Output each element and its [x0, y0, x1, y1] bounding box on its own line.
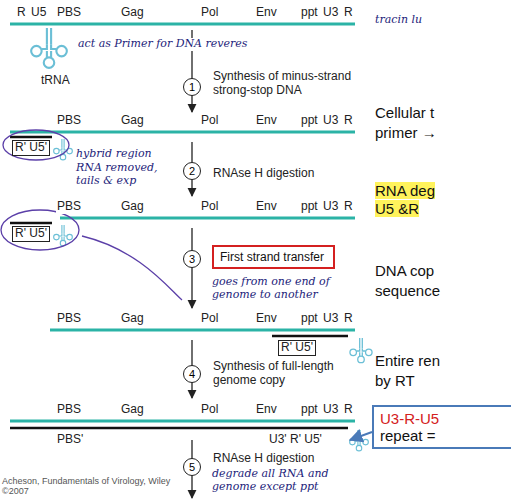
diagram-label: Pol	[200, 6, 219, 20]
diagram-label: U3	[322, 200, 339, 214]
step-number: 3	[183, 250, 201, 268]
step-number: 4	[183, 365, 201, 383]
diagram-label: RNAse H digestion	[212, 167, 315, 181]
diagram-label: PBS	[56, 312, 82, 326]
node-text: 2	[184, 163, 200, 179]
diagram-label: Env	[255, 114, 278, 128]
diagram-label: primer →	[375, 124, 437, 141]
diagram-label: R	[16, 6, 27, 20]
diagram-label: Env	[255, 312, 278, 326]
diagram-label: U5 &R	[375, 200, 419, 217]
diagram-label: Gag	[120, 114, 145, 128]
diagram-label: PBS	[56, 6, 82, 20]
handwritten-note: act as Primer for DNA reveres	[78, 38, 247, 51]
handwritten-note: hybrid region	[76, 148, 176, 161]
diagram-label: Gag	[120, 6, 145, 20]
diagram-label: Entire ren	[375, 352, 440, 369]
diagram-label: tRNA	[40, 74, 71, 88]
callout-box: U3-R-U5repeat =	[372, 405, 511, 449]
node-text: 4	[184, 366, 200, 382]
diagram-label: PBS'	[56, 433, 84, 447]
node-text: 3	[184, 251, 200, 267]
diagram-label: PBS	[56, 403, 82, 417]
diagram-label: PBS	[56, 200, 82, 214]
diagram-label: R	[343, 200, 354, 214]
diagram-label: U3	[322, 114, 339, 128]
diagram-label: Gag	[120, 312, 145, 326]
node-text: 5	[184, 459, 200, 475]
diagram-label: Env	[255, 200, 278, 214]
diagram-label: U3	[322, 312, 339, 326]
step-number: 5	[183, 458, 201, 476]
diagram-label: R	[343, 403, 354, 417]
diagram-label: Cellular t	[375, 104, 434, 121]
diagram-label: Pol	[200, 403, 219, 417]
handwritten-note: RNA removed, tails & exp	[76, 162, 176, 187]
diagram-label: Synthesis of minus-strand strong-stop DN…	[212, 70, 354, 98]
diagram-label: RNA deg	[375, 182, 435, 199]
diagram-label: RNAse H digestion	[212, 452, 315, 466]
diagram-label: U3' R' U5'	[268, 433, 323, 447]
diagram-label: DNA cop	[375, 262, 434, 279]
diagram-label: R' U5'	[12, 226, 50, 242]
diagram-label: U3	[322, 403, 339, 417]
diagram-label: R	[343, 6, 354, 20]
handwritten-note: goes from one end of genome to another	[212, 276, 362, 301]
node-text: 1	[184, 79, 200, 95]
diagram-label: U5	[30, 6, 47, 20]
diagram-label: PBS	[56, 114, 82, 128]
diagram-label: ppt	[300, 312, 319, 326]
step-number: 2	[183, 162, 201, 180]
diagram-label: Env	[255, 6, 278, 20]
diagram-label: ppt	[300, 6, 319, 20]
diagram-label: Env	[255, 403, 278, 417]
handwritten-note: tracin lu	[375, 14, 422, 27]
diagram-label: ppt	[300, 200, 319, 214]
diagram-label: Synthesis of full-length genome copy	[212, 360, 354, 388]
diagram-label: by RT	[375, 372, 415, 389]
handwritten-note: degrade all RNA and genome except ppt	[212, 468, 362, 493]
diagram-label: sequence	[375, 282, 440, 299]
node-text: U3-R-U5	[380, 410, 511, 427]
diagram-label: Acheson, Fundamentals of Virology, Wiley…	[2, 476, 172, 497]
diagram-label: Gag	[120, 403, 145, 417]
node-text: First strand transfer	[220, 250, 327, 264]
diagram-label: ppt	[300, 114, 319, 128]
diagram-label: R' U5'	[12, 140, 50, 156]
diagram-label: Gag	[120, 200, 145, 214]
node-text: repeat =	[380, 427, 511, 444]
step-number: 1	[183, 78, 201, 96]
diagram-label: ppt	[300, 403, 319, 417]
diagram-label: U3	[322, 6, 339, 20]
diagram-label: Pol	[200, 200, 219, 214]
callout-box: First strand transfer	[212, 245, 335, 269]
diagram-label: Pol	[200, 114, 219, 128]
diagram-label: R	[343, 114, 354, 128]
diagram-label: Pol	[200, 312, 219, 326]
diagram-label: R	[343, 312, 354, 326]
diagram-label: R' U5'	[278, 340, 316, 356]
